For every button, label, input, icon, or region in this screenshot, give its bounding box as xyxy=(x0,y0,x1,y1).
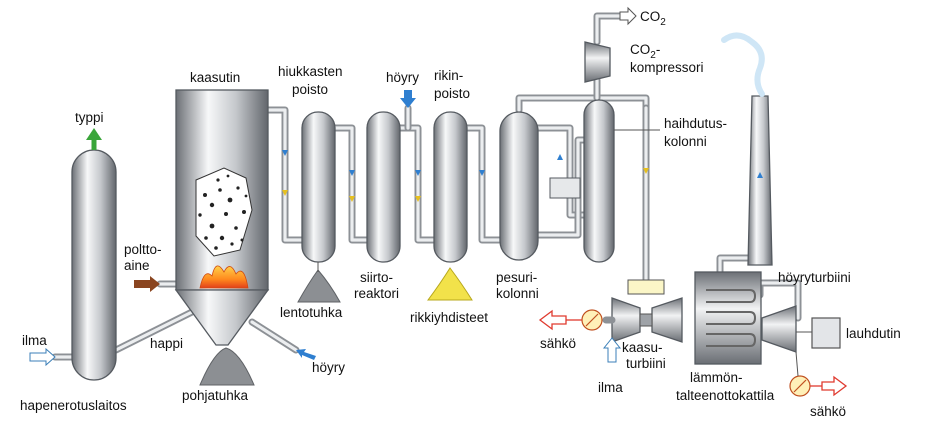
combustor xyxy=(627,279,665,295)
stack xyxy=(721,32,773,266)
generator-left xyxy=(581,309,603,331)
label-hiukkasten-1: hiukkasten xyxy=(278,64,343,79)
label-haihdutus-1: haihdutus- xyxy=(664,116,727,131)
sulfur-pile xyxy=(427,267,473,301)
flow-arrows xyxy=(29,6,848,397)
air-separation-unit xyxy=(71,149,117,381)
fuel-arrow xyxy=(134,276,160,292)
label-lentotuhka: lentotuhka xyxy=(280,305,343,320)
hrsg xyxy=(694,271,762,365)
evaporation-column xyxy=(549,99,660,263)
label-rikin-1: rikin- xyxy=(434,68,463,83)
heat-exchanger xyxy=(549,177,581,199)
label-kaasutin: kaasutin xyxy=(190,70,240,85)
particle-removal-column xyxy=(301,111,336,272)
pipes xyxy=(51,12,802,361)
power-out-right-arrow xyxy=(821,375,848,397)
label-kaasu-1: kaasu- xyxy=(622,340,663,355)
gasifier xyxy=(174,89,270,346)
fire xyxy=(199,265,249,289)
co2-compressor xyxy=(584,41,611,83)
label-polttoaine-2: aine xyxy=(124,258,150,273)
nitrogen-arrow xyxy=(86,128,102,140)
power-out-left-arrow xyxy=(538,309,567,331)
label-hoyryturbiini: höyryturbiini xyxy=(778,270,851,285)
fly-ash-pile xyxy=(297,269,341,303)
gas-turbine xyxy=(602,279,683,343)
air-to-turbine-arrow xyxy=(602,337,622,363)
label-co2-top: CO2 xyxy=(640,9,666,28)
label-ilma-bottom: ilma xyxy=(598,380,623,395)
condenser xyxy=(796,317,841,349)
generator-right xyxy=(789,351,811,397)
label-typpi: typpi xyxy=(75,110,104,125)
label-haihdutus-2: kolonni xyxy=(664,134,707,149)
label-pesuri-1: pesuri- xyxy=(496,270,537,285)
stack-plume xyxy=(721,32,765,97)
label-lammon-2: talteenottokattila xyxy=(676,388,775,403)
label-rikin-2: poisto xyxy=(434,86,470,101)
sulfur-removal-column xyxy=(427,111,473,301)
label-co2komp-2: kompressori xyxy=(630,60,704,75)
air-inlet-arrow xyxy=(29,347,56,367)
label-sahko-right: sähkö xyxy=(810,404,846,419)
label-sahko-left: sähkö xyxy=(540,336,576,351)
label-kaasu-2: turbiini xyxy=(626,356,666,371)
label-co2komp-1: CO2- xyxy=(630,42,660,61)
label-hoyry-top: höyry xyxy=(386,70,419,85)
co2-out-arrow xyxy=(619,6,637,26)
label-happi: happi xyxy=(150,336,183,351)
coal-particles xyxy=(198,174,248,250)
label-ilma-left: ilma xyxy=(22,333,47,348)
label-hapenerotuslaitos: hapenerotuslaitos xyxy=(20,398,127,413)
steam-turbine xyxy=(761,305,797,353)
bottom-ash-pile xyxy=(199,347,255,386)
shift-reactor xyxy=(366,111,401,263)
label-polttoaine-1: poltto- xyxy=(124,242,162,257)
steam-top-arrow xyxy=(400,90,416,108)
label-hoyry-bottom: höyry xyxy=(312,360,345,375)
labels: typpi hapenerotuslaitos ilma happi poltt… xyxy=(20,9,901,419)
label-lauhdutin: lauhdutin xyxy=(846,326,901,341)
label-hiukkasten-2: poisto xyxy=(292,82,328,97)
steam-bottom-arrow xyxy=(296,349,316,360)
coal-pile xyxy=(195,167,253,257)
label-rikkiyhdisteet: rikkiyhdisteet xyxy=(410,310,488,325)
label-pohjatuhka: pohjatuhka xyxy=(182,388,249,403)
label-lammon-1: lämmön- xyxy=(690,370,743,385)
label-siirto-2: reaktori xyxy=(354,286,399,301)
label-pesuri-2: kolonni xyxy=(496,286,539,301)
scrubber-column xyxy=(499,111,539,261)
label-siirto-1: siirto- xyxy=(360,270,393,285)
